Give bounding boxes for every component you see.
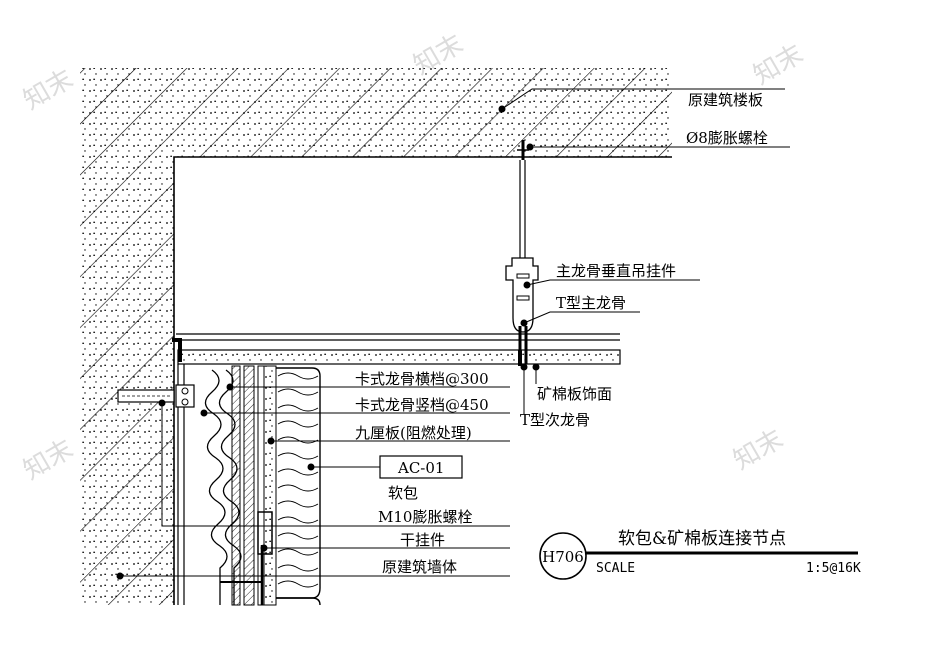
suspension-hanger — [505, 140, 539, 364]
scale-label: SCALE — [596, 561, 635, 576]
label-wall: 原建筑墙体 — [382, 558, 457, 576]
material-code-box — [379, 455, 463, 479]
annotation-labels: 原建筑楼板 Ø8膨胀螺栓 主龙骨垂直吊挂件 T型主龙骨 矿棉板饰面 T型次龙骨 … — [355, 91, 768, 576]
label-t-main: T型主龙骨 — [556, 294, 626, 312]
watermark: 知末 — [749, 39, 809, 91]
label-vertical-keel: 卡式龙骨竖档@450 — [355, 396, 489, 414]
label-mineral-board: 矿棉板饰面 — [537, 385, 612, 403]
label-slab: 原建筑楼板 — [688, 91, 763, 109]
label-dry-hanger: 干挂件 — [400, 531, 445, 549]
label-material-code: AC-01 — [397, 459, 444, 477]
ceiling-system — [172, 333, 621, 366]
label-soft-pack: 软包 — [388, 484, 418, 502]
label-anchor-bolt-m10: M10膨胀螺栓 — [378, 508, 472, 526]
leader-lines — [116, 88, 790, 580]
label-anchor-bolt-8: Ø8膨胀螺栓 — [686, 129, 768, 147]
wall-soft-pack-system — [117, 364, 321, 606]
title-block: H706 软包&矿棉板连接节点 SCALE 1:5@16K — [539, 529, 861, 580]
label-hanger: 主龙骨垂直吊挂件 — [556, 262, 676, 280]
label-horizontal-keel: 卡式龙骨横档@300 — [355, 370, 489, 388]
concrete-structure — [80, 68, 672, 605]
label-t-secondary: T型次龙骨 — [520, 411, 590, 429]
watermark: 知末 — [19, 434, 79, 486]
detail-code: H706 — [542, 548, 584, 566]
label-plywood: 九厘板(阻燃处理) — [355, 424, 472, 442]
watermark: 知末 — [729, 424, 789, 476]
detail-title: 软包&矿棉板连接节点 — [618, 529, 786, 549]
scale-value: 1:5@16K — [806, 561, 861, 576]
watermark: 知末 — [19, 64, 79, 116]
detail-code-circle — [539, 532, 587, 580]
